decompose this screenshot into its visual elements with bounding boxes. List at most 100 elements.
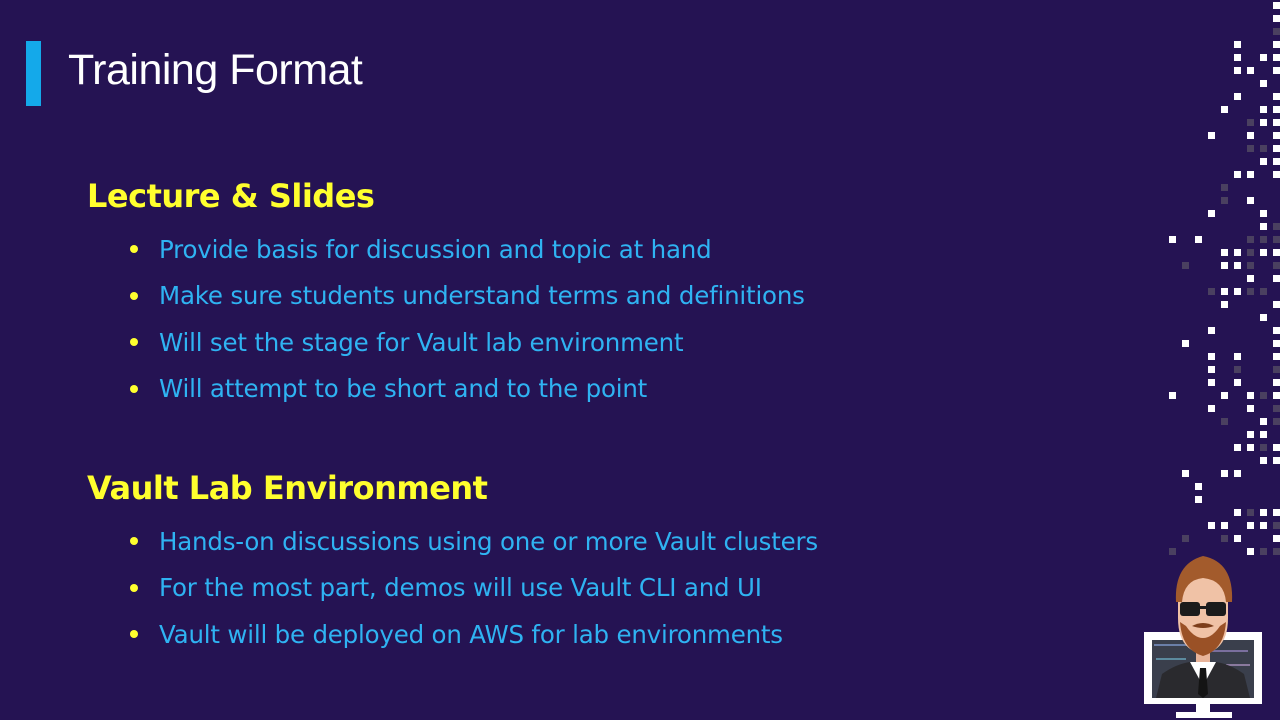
- pixel-dot: [1234, 353, 1241, 360]
- pixel-dot: [1273, 405, 1280, 412]
- pixel-dot: [1273, 457, 1280, 464]
- pixel-dot: [1234, 470, 1241, 477]
- pixel-dot: [1273, 28, 1280, 35]
- pixel-dot: [1273, 366, 1280, 373]
- pixel-dot: [1260, 314, 1267, 321]
- pixel-dot: [1221, 522, 1228, 529]
- bullet-text: Hands-on discussions using one or more V…: [159, 526, 818, 556]
- pixel-dot: [1273, 353, 1280, 360]
- list-item: Make sure students understand terms and …: [130, 273, 805, 320]
- pixel-dot: [1221, 392, 1228, 399]
- pixel-dot: [1273, 158, 1280, 165]
- pixel-dot: [1247, 405, 1254, 412]
- pixel-dot: [1273, 418, 1280, 425]
- bullet-list-lab: Hands-on discussions using one or more V…: [130, 518, 818, 658]
- pixel-dot: [1247, 67, 1254, 74]
- pixel-dot: [1260, 80, 1267, 87]
- pixel-dot: [1221, 470, 1228, 477]
- pixel-dot: [1208, 405, 1215, 412]
- pixel-dot: [1247, 197, 1254, 204]
- pixel-dot: [1260, 54, 1267, 61]
- pixel-dot: [1234, 171, 1241, 178]
- list-item: Hands-on discussions using one or more V…: [130, 518, 818, 565]
- pixel-dot: [1247, 119, 1254, 126]
- pixel-dot: [1247, 444, 1254, 451]
- bullet-icon: [130, 384, 138, 393]
- pixel-dot: [1260, 249, 1267, 256]
- pixel-dot: [1169, 392, 1176, 399]
- pixel-dot: [1273, 223, 1280, 230]
- pixel-dot: [1169, 548, 1176, 555]
- pixel-dot: [1247, 236, 1254, 243]
- pixel-dot: [1273, 522, 1280, 529]
- pixel-dot: [1221, 262, 1228, 269]
- bullet-icon: [130, 291, 138, 300]
- bullet-text: For the most part, demos will use Vault …: [159, 573, 762, 603]
- pixel-dot: [1182, 470, 1189, 477]
- pixel-dots-decoration: [1169, 2, 1280, 555]
- avatar-hair: [1175, 556, 1233, 602]
- pixel-dot: [1260, 392, 1267, 399]
- pixel-dot: [1221, 288, 1228, 295]
- pixel-dot: [1260, 106, 1267, 113]
- title-accent-bar: [26, 41, 41, 106]
- pixel-dot: [1260, 145, 1267, 152]
- pixel-dot: [1234, 249, 1241, 256]
- pixel-dot: [1273, 171, 1280, 178]
- bullet-icon: [130, 537, 138, 546]
- pixel-dot: [1221, 418, 1228, 425]
- pixel-dot: [1247, 145, 1254, 152]
- pixel-dot: [1247, 522, 1254, 529]
- pixel-dot: [1234, 509, 1241, 516]
- pixel-dot: [1260, 431, 1267, 438]
- pixel-dot: [1260, 509, 1267, 516]
- pixel-dot: [1273, 535, 1280, 542]
- pixel-dot: [1195, 496, 1202, 503]
- section-heading-lecture: Lecture & Slides: [87, 177, 375, 215]
- pixel-dot: [1247, 171, 1254, 178]
- pixel-dot: [1273, 67, 1280, 74]
- pixel-dot: [1208, 210, 1215, 217]
- pixel-dot: [1234, 262, 1241, 269]
- pixel-dot: [1273, 548, 1280, 555]
- pixel-dot: [1273, 119, 1280, 126]
- pixel-dot: [1273, 236, 1280, 243]
- pixel-dot: [1260, 119, 1267, 126]
- pixel-dot: [1234, 444, 1241, 451]
- pixel-dot: [1247, 132, 1254, 139]
- pixel-dot: [1260, 288, 1267, 295]
- pixel-dot: [1260, 522, 1267, 529]
- bullet-text: Will set the stage for Vault lab environ…: [159, 327, 684, 357]
- pixel-dot: [1221, 184, 1228, 191]
- pixel-dot: [1182, 262, 1189, 269]
- pixel-dot: [1234, 54, 1241, 61]
- pixel-dot: [1273, 262, 1280, 269]
- list-item: Vault will be deployed on AWS for lab en…: [130, 611, 818, 658]
- list-item: Will set the stage for Vault lab environ…: [130, 319, 805, 366]
- pixel-dot: [1247, 548, 1254, 555]
- pixel-dot: [1273, 301, 1280, 308]
- pixel-dot: [1273, 54, 1280, 61]
- bullet-icon: [130, 630, 138, 639]
- pixel-dot: [1273, 379, 1280, 386]
- pixel-dot: [1234, 41, 1241, 48]
- pixel-dot: [1234, 366, 1241, 373]
- presenter-avatar-icon: [1144, 556, 1262, 718]
- bullet-icon: [130, 583, 138, 592]
- pixel-dot: [1260, 444, 1267, 451]
- pixel-dot: [1273, 41, 1280, 48]
- pixel-dot: [1247, 288, 1254, 295]
- pixel-dot: [1273, 93, 1280, 100]
- pixel-dot: [1221, 197, 1228, 204]
- pixel-dot: [1273, 340, 1280, 347]
- pixel-dot: [1273, 132, 1280, 139]
- pixel-dot: [1195, 236, 1202, 243]
- pixel-dot: [1182, 535, 1189, 542]
- list-item: Provide basis for discussion and topic a…: [130, 226, 805, 273]
- slide-title: Training Format: [68, 46, 363, 94]
- pixel-dot: [1260, 223, 1267, 230]
- pixel-dot: [1208, 288, 1215, 295]
- pixel-dot: [1260, 548, 1267, 555]
- pixel-dot: [1208, 366, 1215, 373]
- pixel-dot: [1247, 509, 1254, 516]
